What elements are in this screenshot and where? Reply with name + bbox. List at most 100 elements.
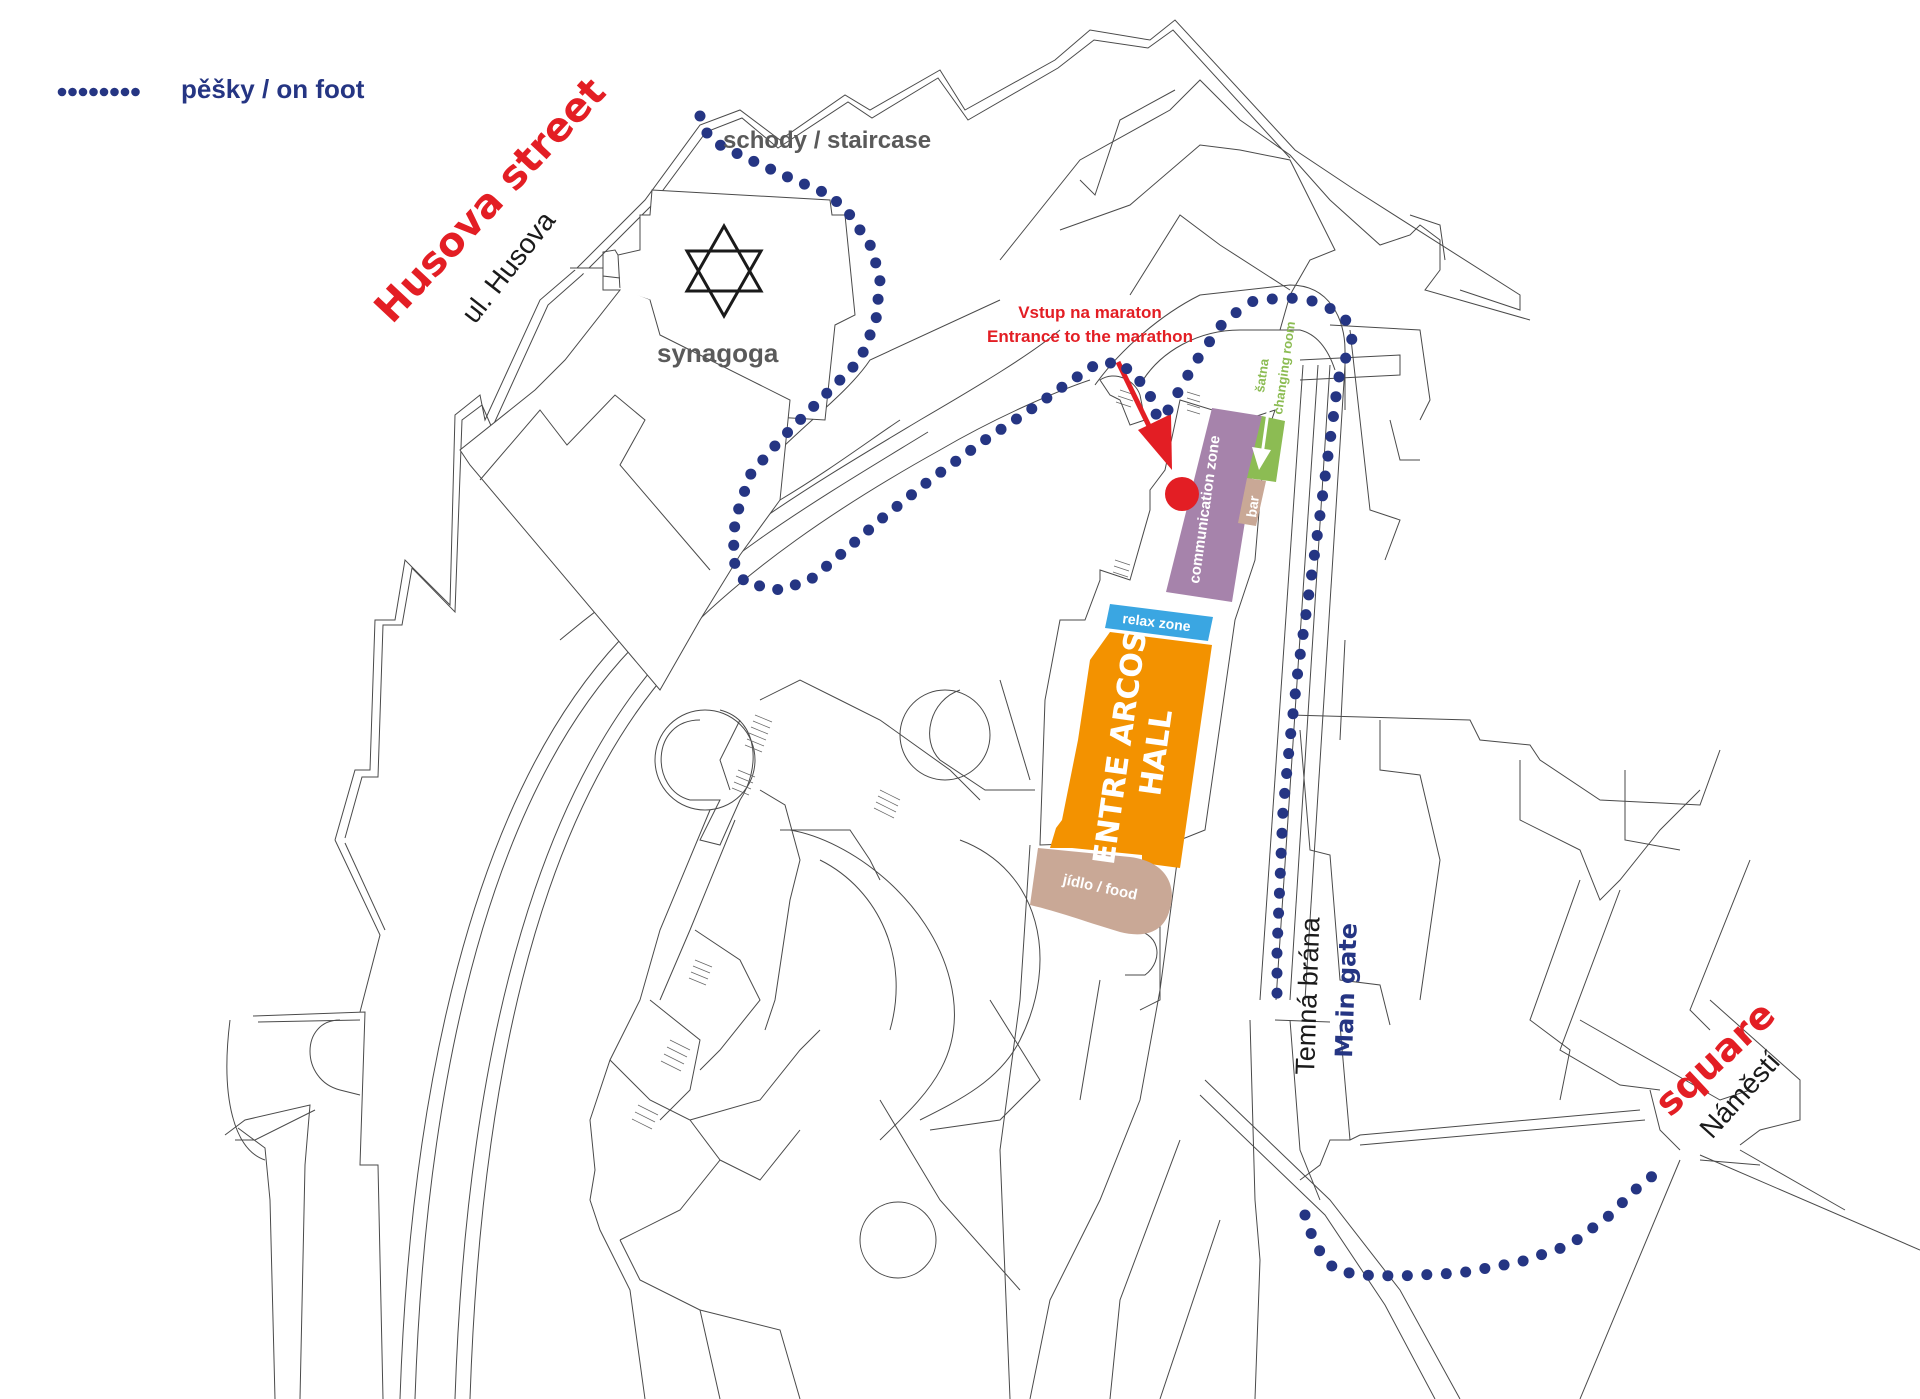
route-dot bbox=[905, 489, 917, 501]
route-dot bbox=[765, 163, 777, 175]
route-dot bbox=[1330, 391, 1342, 403]
legend-dot bbox=[57, 87, 67, 97]
route-dot bbox=[1230, 307, 1242, 319]
walking-route bbox=[694, 110, 1657, 1282]
route-dot bbox=[1571, 1234, 1583, 1246]
route-dot bbox=[729, 521, 741, 533]
entrance-label-cz: Vstup na maraton bbox=[1018, 303, 1162, 322]
route-dot bbox=[1286, 292, 1298, 304]
route-dot bbox=[798, 178, 810, 190]
route-dot bbox=[1285, 728, 1297, 740]
route-dot bbox=[1292, 668, 1304, 680]
route-dot bbox=[715, 139, 727, 151]
legend-dot bbox=[68, 87, 77, 97]
route-dot bbox=[1271, 987, 1283, 999]
route-dot bbox=[733, 503, 745, 515]
route-dot bbox=[739, 485, 751, 497]
route-dot bbox=[808, 400, 820, 412]
route-dot bbox=[1440, 1268, 1452, 1280]
route-dot bbox=[1326, 1260, 1338, 1272]
route-dot bbox=[872, 293, 884, 305]
route-dot bbox=[1041, 392, 1053, 404]
route-dot bbox=[1294, 648, 1306, 660]
route-dot bbox=[835, 548, 847, 560]
route-dot bbox=[1311, 529, 1323, 541]
route-dot bbox=[1162, 404, 1174, 416]
route-dot bbox=[1401, 1270, 1413, 1282]
route-dot bbox=[1056, 381, 1068, 393]
star-of-david-icon bbox=[684, 222, 764, 320]
synagogue-label: synagoga bbox=[657, 338, 779, 368]
route-dot bbox=[1340, 352, 1352, 364]
route-dot bbox=[950, 455, 962, 467]
route-dot bbox=[831, 196, 843, 208]
route-dot bbox=[1602, 1210, 1614, 1222]
route-dot bbox=[1271, 947, 1283, 959]
route-dot bbox=[1517, 1255, 1529, 1267]
route-dot bbox=[1144, 390, 1156, 402]
entrance-label-en: Entrance to the marathon bbox=[987, 327, 1193, 346]
route-dot bbox=[1071, 371, 1083, 383]
route-dot bbox=[1289, 688, 1301, 700]
bar-zone[interactable] bbox=[1238, 478, 1266, 526]
route-dot bbox=[1314, 510, 1326, 522]
changing-room-zone[interactable] bbox=[1247, 416, 1285, 482]
route-dot bbox=[1274, 867, 1286, 879]
route-dot bbox=[1300, 609, 1312, 621]
route-dot bbox=[965, 444, 977, 456]
route-dot bbox=[1343, 1267, 1355, 1279]
route-dot bbox=[1421, 1269, 1433, 1281]
route-dot bbox=[748, 155, 760, 167]
route-dot bbox=[701, 127, 713, 139]
gate-label-en: Main gate bbox=[1330, 922, 1363, 1058]
route-dot bbox=[1327, 411, 1339, 423]
route-dot bbox=[854, 224, 866, 236]
route-dot bbox=[1645, 1171, 1657, 1183]
route-dot bbox=[1273, 887, 1285, 899]
route-dot bbox=[782, 426, 794, 438]
route-dot bbox=[1479, 1262, 1491, 1274]
route-dot bbox=[1087, 361, 1099, 373]
route-dot bbox=[1306, 569, 1318, 581]
route-dot bbox=[1287, 708, 1299, 720]
route-dot bbox=[847, 361, 859, 373]
communication-zone[interactable] bbox=[1166, 408, 1262, 602]
route-dot bbox=[821, 560, 833, 572]
entre-arcos-hall[interactable] bbox=[1050, 632, 1212, 868]
changing-room-label-en: changing room bbox=[1270, 320, 1298, 415]
route-dot bbox=[935, 466, 947, 478]
route-dot bbox=[795, 413, 807, 425]
route-dot bbox=[870, 257, 882, 269]
route-dot bbox=[815, 185, 827, 197]
route-dot bbox=[757, 454, 769, 466]
route-dot bbox=[1275, 847, 1287, 859]
route-dot bbox=[1322, 450, 1334, 462]
route-dot bbox=[737, 574, 749, 586]
route-dot bbox=[1277, 807, 1289, 819]
route-dot bbox=[1271, 967, 1283, 979]
route-dot bbox=[1382, 1270, 1394, 1282]
legend-dot bbox=[120, 87, 130, 97]
route-dot bbox=[980, 434, 992, 446]
route-dot bbox=[1616, 1197, 1628, 1209]
route-dot bbox=[1324, 302, 1336, 314]
route-dot bbox=[920, 477, 932, 489]
route-dot bbox=[1273, 907, 1285, 919]
entrance-marker[interactable] bbox=[1165, 477, 1199, 511]
route-dot bbox=[1333, 371, 1345, 383]
route-dot bbox=[1272, 927, 1284, 939]
route-dot bbox=[694, 110, 706, 122]
route-dot bbox=[1587, 1222, 1599, 1234]
route-dot bbox=[1362, 1269, 1374, 1281]
route-dot bbox=[1105, 357, 1117, 369]
route-dot bbox=[772, 584, 784, 596]
route-dot bbox=[1150, 408, 1162, 420]
route-dot bbox=[1279, 787, 1291, 799]
route-dot bbox=[1121, 363, 1133, 375]
route-dot bbox=[1460, 1266, 1472, 1278]
food-zone[interactable] bbox=[1030, 848, 1172, 935]
relax-zone[interactable] bbox=[1105, 604, 1213, 641]
route-dot bbox=[1172, 387, 1184, 399]
route-dot bbox=[1026, 403, 1038, 415]
